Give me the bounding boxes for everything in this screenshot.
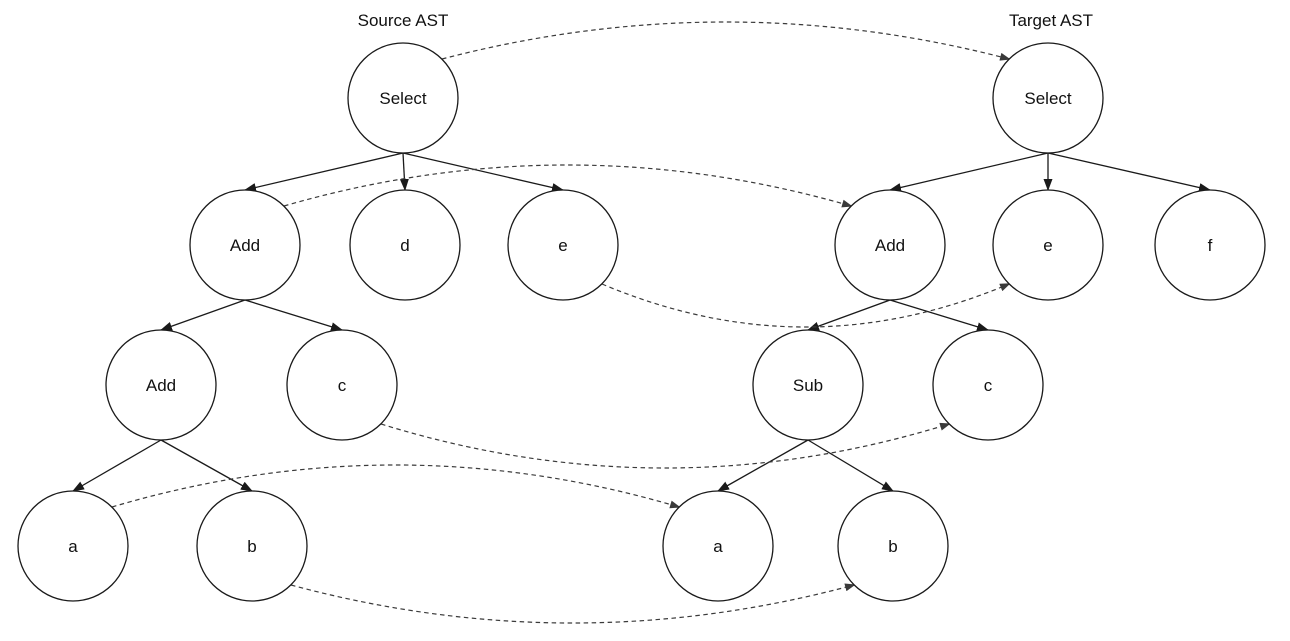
node-t-f: f <box>1154 189 1266 301</box>
mapping-edge-s-select--t-select <box>441 21 1011 61</box>
source-tree-title: Source AST <box>358 11 449 30</box>
node-label: f <box>1208 236 1213 255</box>
node-label: Add <box>146 376 176 395</box>
node-label: Select <box>379 89 427 108</box>
tree-edge-t-sub--t-a <box>717 439 809 492</box>
tree-edge-t-select--t-add <box>889 152 1049 192</box>
tree-edge-s-add-2--s-b <box>160 439 253 492</box>
node-t-sub: Sub <box>752 329 864 441</box>
node-circle <box>105 329 217 441</box>
node-circle <box>992 189 1104 301</box>
node-circle <box>349 189 461 301</box>
node-label: c <box>338 376 347 395</box>
tree-edge-t-sub--t-b <box>807 439 894 492</box>
node-t-a: a <box>662 490 774 602</box>
node-circle <box>837 490 949 602</box>
node-label: Sub <box>793 376 823 395</box>
node-s-e: e <box>507 189 619 301</box>
node-label: d <box>400 236 409 255</box>
tree-edge-s-add-1--s-c <box>244 299 343 332</box>
node-circle <box>17 490 129 602</box>
target-tree-title: Target AST <box>1009 11 1093 30</box>
node-circle <box>189 189 301 301</box>
tree-edge-t-add--t-sub <box>807 299 891 331</box>
tree-edge-s-add-1--s-add-2 <box>160 299 246 331</box>
mapping-edges-layer <box>111 21 1011 624</box>
node-s-add-1: Add <box>189 189 301 301</box>
mapping-edge-s-c--t-c <box>380 422 951 469</box>
mapping-edge-s-add-1--t-add <box>283 164 853 208</box>
mapping-edge-s-e--t-e <box>601 283 1011 328</box>
mapping-edge-s-a--t-a <box>111 464 681 509</box>
node-label: e <box>1043 236 1052 255</box>
node-circle <box>662 490 774 602</box>
node-t-e: e <box>992 189 1104 301</box>
node-circle <box>752 329 864 441</box>
node-label: b <box>888 537 897 556</box>
node-t-select: Select <box>992 42 1104 154</box>
node-s-select: Select <box>347 42 459 154</box>
tree-edge-s-select--s-add-1 <box>244 152 404 192</box>
node-t-b: b <box>837 490 949 602</box>
node-s-c: c <box>286 329 398 441</box>
node-label: Add <box>875 236 905 255</box>
tree-edges-layer <box>72 152 1211 492</box>
tree-edge-s-select--s-d <box>399 152 409 191</box>
node-label: Add <box>230 236 260 255</box>
node-label: b <box>247 537 256 556</box>
node-s-d: d <box>349 189 461 301</box>
node-s-add-2: Add <box>105 329 217 441</box>
node-circle <box>834 189 946 301</box>
node-s-a: a <box>17 490 129 602</box>
node-circle <box>992 42 1104 154</box>
node-circle <box>196 490 308 602</box>
node-circle <box>286 329 398 441</box>
tree-edge-t-add--t-c <box>889 299 989 332</box>
node-t-add: Add <box>834 189 946 301</box>
tree-edge-t-select--t-f <box>1047 152 1211 192</box>
node-circle <box>347 42 459 154</box>
node-label: Select <box>1024 89 1072 108</box>
node-label: e <box>558 236 567 255</box>
node-s-b: b <box>196 490 308 602</box>
tree-edge-s-add-2--s-a <box>72 439 162 492</box>
node-label: a <box>68 537 78 556</box>
node-label: c <box>984 376 993 395</box>
node-t-c: c <box>932 329 1044 441</box>
node-circle <box>1154 189 1266 301</box>
tree-edge-s-select--s-e <box>402 152 564 192</box>
node-label: a <box>713 537 723 556</box>
node-circle <box>932 329 1044 441</box>
mapping-edge-s-b--t-b <box>290 583 856 624</box>
node-circle <box>507 189 619 301</box>
